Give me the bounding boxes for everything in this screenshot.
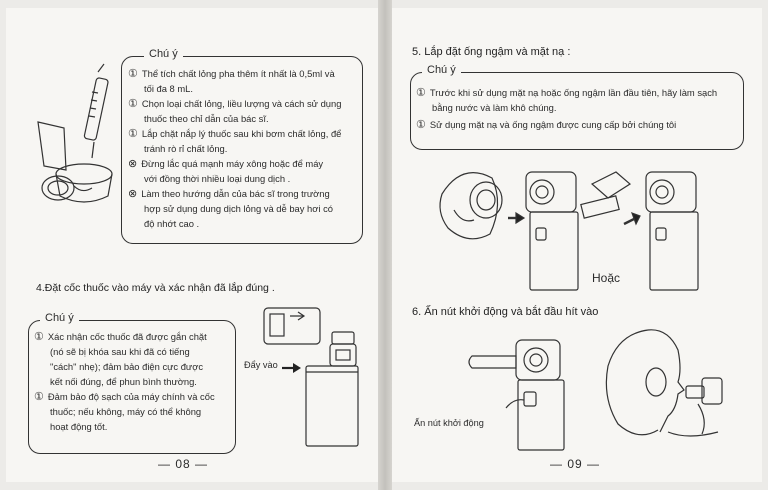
page-number: — 08 — bbox=[158, 457, 209, 471]
note-line: "cách" nhẹ); đảm bảo điện cực được bbox=[50, 360, 203, 375]
note-text: tối đa 8 mL. bbox=[144, 83, 193, 94]
person-inhaling-illustration bbox=[605, 329, 723, 437]
note-title: Chú ý bbox=[144, 48, 183, 60]
note-box-mask bbox=[410, 72, 744, 150]
note-text: bằng nước và làm khô chúng. bbox=[432, 102, 557, 113]
note-box-cup bbox=[28, 320, 236, 454]
step-5-heading: 5. Lắp đặt ống ngậm và mặt nạ : bbox=[412, 46, 571, 58]
push-arrow-icon bbox=[282, 363, 301, 373]
info-icon: ① bbox=[128, 98, 138, 110]
note-line: thuốc theo chỉ dẫn của bác sĩ. bbox=[144, 112, 269, 127]
info-icon: ① bbox=[128, 128, 138, 140]
note-line: (nó sẽ bị khóa sau khi đã có tiếng bbox=[50, 345, 190, 360]
note-line: hoạt động tốt. bbox=[50, 420, 107, 435]
note-line: hợp sử dụng dung dịch lỏng và dễ bay hơi… bbox=[144, 202, 333, 217]
note-line: độ nhớt cao . bbox=[144, 217, 199, 232]
note-text: Chọn loại chất lỏng, liều lượng và cách … bbox=[141, 98, 342, 109]
note-text: Sử dụng mặt nạ và ống ngậm được cung cấp… bbox=[429, 119, 677, 130]
note-text: Trước khi sử dụng mặt nạ hoặc ống ngậm l… bbox=[429, 87, 718, 98]
note-text: tránh rò rỉ chất lỏng. bbox=[144, 143, 228, 154]
note-line: tối đa 8 mL. bbox=[144, 82, 193, 97]
page-number: — 09 — bbox=[550, 457, 601, 471]
note-text: Làm theo hướng dẫn của bác sĩ trong trườ… bbox=[141, 188, 330, 199]
note-text: Đừng lắc quá mạnh máy xông hoặc để máy bbox=[141, 158, 324, 169]
note-text: Lắp chặt nắp lý thuốc sau khi bơm chất l… bbox=[141, 128, 342, 139]
step-6-heading: 6. Ấn nút khởi động và bắt đầu hít vào bbox=[412, 306, 599, 318]
note-text: Xác nhận cốc thuốc đã được gắn chặt bbox=[47, 331, 207, 342]
note-text: thuốc; nếu không, máy có thể không bbox=[50, 406, 202, 417]
note-line: tránh rò rỉ chất lỏng. bbox=[144, 142, 227, 157]
note-text: kết nối đúng, để phun bình thường. bbox=[50, 376, 197, 387]
press-start-label: Ấn nút khởi động bbox=[414, 418, 484, 428]
note-text: hoạt động tốt. bbox=[50, 421, 108, 432]
cup-device-illustration bbox=[263, 307, 359, 447]
info-icon: ① bbox=[34, 391, 44, 403]
book-spine bbox=[378, 0, 392, 490]
note-text: hợp sử dụng dung dịch lỏng và dễ bay hơi… bbox=[144, 203, 334, 214]
info-icon: ① bbox=[416, 119, 426, 131]
note-line: thuốc; nếu không, máy có thể không bbox=[50, 405, 201, 420]
info-icon: ① bbox=[416, 87, 426, 99]
note-line: ⊗Làm theo hướng dẫn của bác sĩ trong trư… bbox=[128, 187, 330, 202]
mask-mouthpiece-illustration bbox=[439, 171, 699, 291]
note-text: Thể tích chất lỏng pha thêm ít nhất là 0… bbox=[141, 68, 335, 79]
note-text: "cách" nhẹ); đảm bảo điện cực được bbox=[50, 361, 204, 372]
page-number-value: 08 bbox=[175, 457, 191, 471]
note-title: Chú ý bbox=[40, 312, 79, 324]
note-title: Chú ý bbox=[422, 64, 461, 76]
info-icon: ① bbox=[128, 68, 138, 80]
note-text: (nó sẽ bị khóa sau khi đã có tiếng bbox=[50, 346, 190, 357]
note-line: kết nối đúng, để phun bình thường. bbox=[50, 375, 197, 390]
note-line: bằng nước và làm khô chúng. bbox=[432, 101, 556, 116]
info-icon: ① bbox=[34, 331, 44, 343]
or-label: Hoặc bbox=[592, 271, 621, 285]
press-start-illustration bbox=[468, 339, 565, 451]
note-box-volume bbox=[121, 56, 363, 244]
syringe-filling-cup-illustration bbox=[37, 63, 113, 203]
note-line: với đồng thời nhiều loại dung dịch . bbox=[144, 172, 290, 187]
note-text: độ nhớt cao . bbox=[144, 218, 200, 229]
step-4-heading: 4.Đặt cốc thuốc vào máy và xác nhận đã l… bbox=[36, 282, 275, 294]
note-text: với đồng thời nhiều loại dung dịch . bbox=[144, 173, 291, 184]
note-text: Đảm bảo độ sạch của máy chính và cốc bbox=[47, 391, 215, 402]
page-number-value: 09 bbox=[567, 457, 583, 471]
push-in-label: Đẩy vào bbox=[244, 360, 278, 370]
note-text: thuốc theo chỉ dẫn của bác sĩ. bbox=[144, 113, 269, 124]
prohibit-icon: ⊗ bbox=[128, 188, 138, 200]
prohibit-icon: ⊗ bbox=[128, 158, 138, 170]
note-line: ⊗Đừng lắc quá mạnh máy xông hoặc để máy bbox=[128, 157, 323, 172]
